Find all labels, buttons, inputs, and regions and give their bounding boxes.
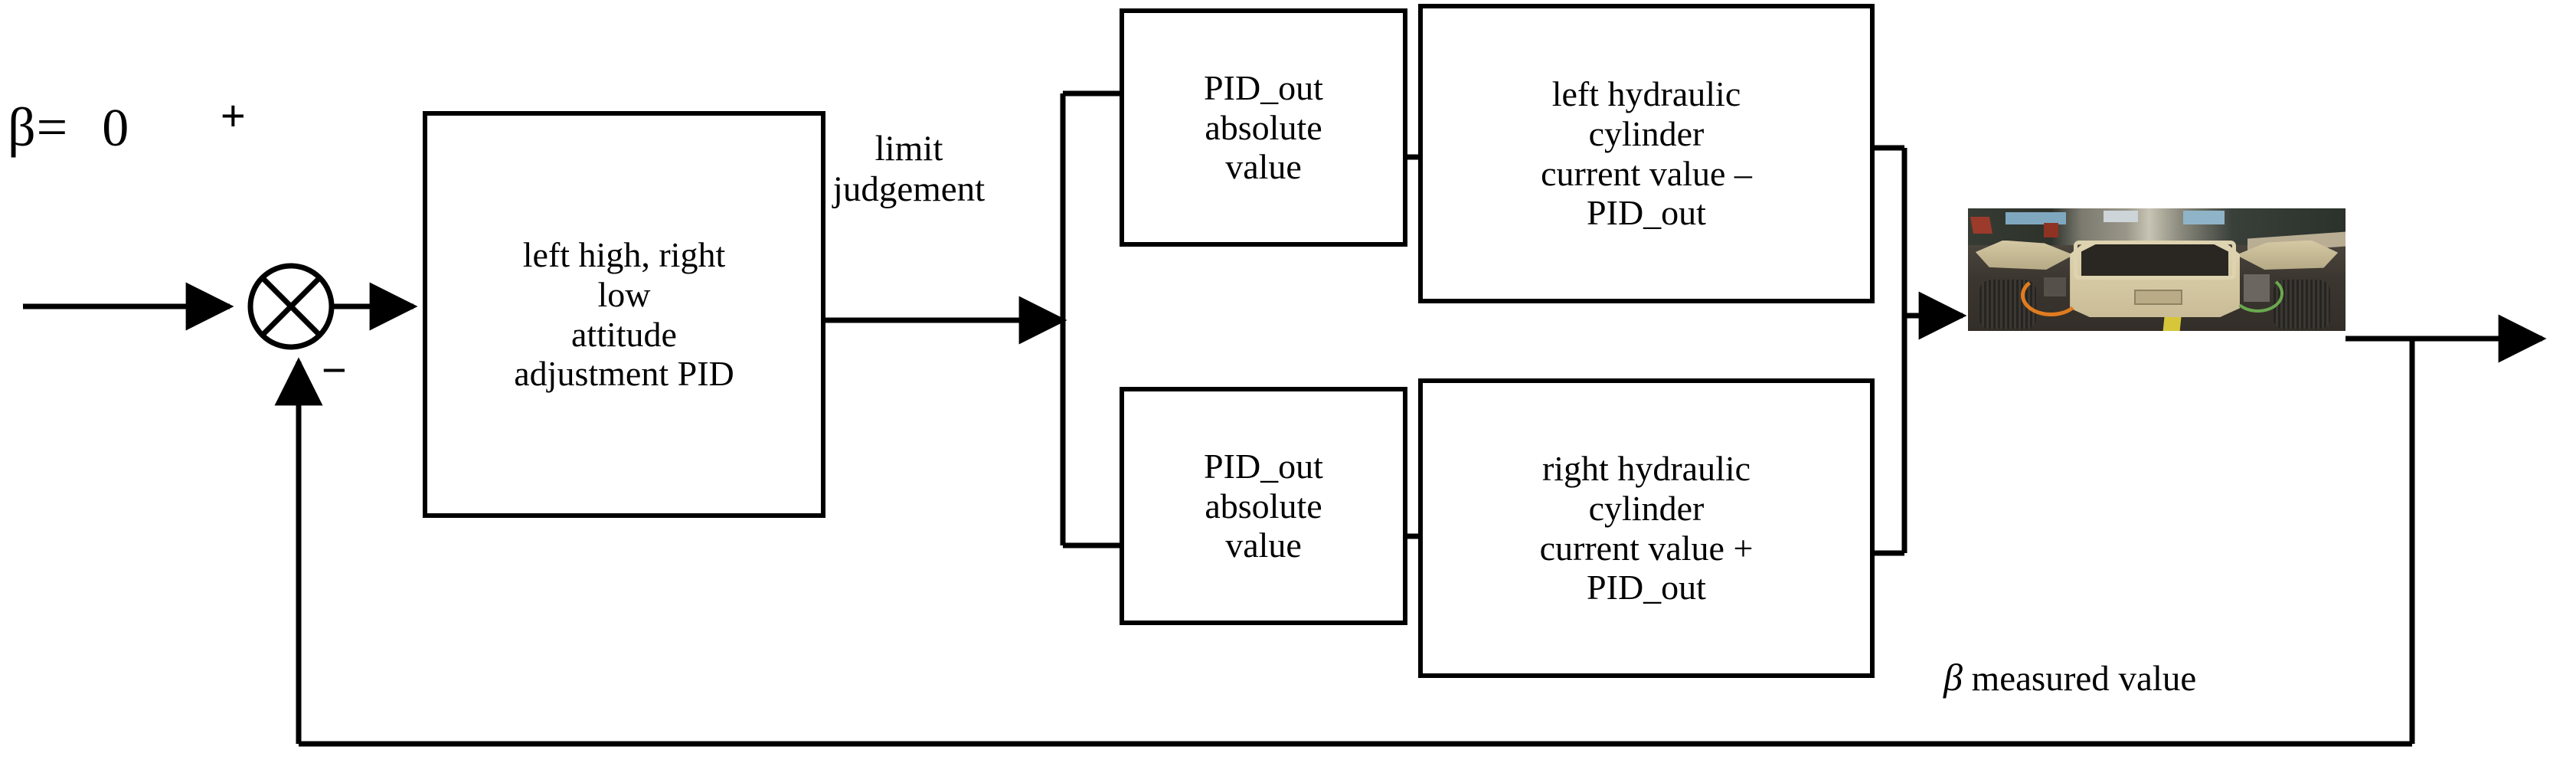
photo-window-right: [2183, 211, 2225, 224]
vehicle-photo: [1968, 208, 2346, 331]
photo-red-rack-left: [1970, 217, 1992, 234]
left-hydraulic-cylinder-block: [1418, 4, 1875, 303]
photo-cockpit-frame: [2074, 240, 2237, 280]
photo-front-hatch: [2133, 289, 2183, 305]
photo-window-left: [2006, 211, 2067, 224]
photo-window-mid: [2104, 211, 2138, 222]
photo-cockpit-opening: [2081, 242, 2229, 277]
pid-controller-block: [423, 111, 825, 518]
photo-red-cabinet: [2043, 223, 2059, 238]
photo-orange-hose: [2021, 274, 2082, 317]
pid-out-abs-lower-block: [1120, 387, 1407, 625]
pid-out-abs-upper-block: [1120, 8, 1407, 247]
right-hydraulic-cylinder-block: [1418, 378, 1875, 678]
photo-green-cable: [2232, 274, 2284, 313]
summing-junction-cross-b: [260, 276, 322, 337]
photo-tire-right: [2274, 279, 2331, 329]
